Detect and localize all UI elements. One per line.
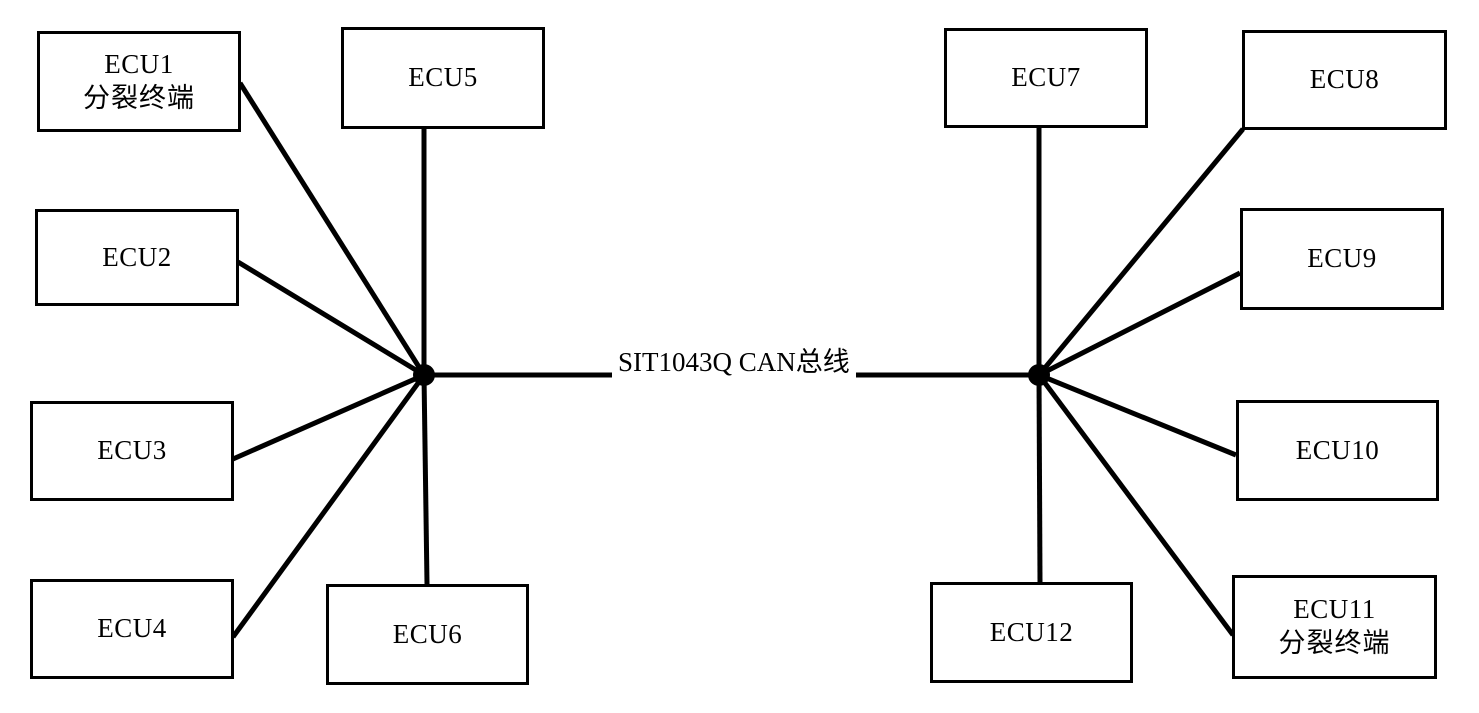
ecu-node-sublabel: 分裂终端 [1278,628,1391,659]
ecu6-link [421,374,430,585]
ecu8-link [1037,127,1245,377]
ecu-node-label: ECU8 [1309,64,1380,95]
ecu-node-ecu2[interactable]: ECU2 [35,209,239,306]
ecu-node-label: ECU9 [1307,243,1377,274]
ecu-node-label: ECU1 [104,48,174,79]
ecu-node-label: ECU4 [97,613,167,644]
ecu-node-ecu5[interactable]: ECU5 [341,27,545,129]
ecu10-link [1038,372,1237,458]
ecu-node-label: ECU12 [989,616,1074,647]
right-junction [1028,364,1050,386]
ecu-node-ecu3[interactable]: ECU3 [30,401,234,501]
ecu-node-label: ECU3 [97,435,167,466]
ecu-node-label: ECU11 [1293,594,1376,625]
ecu-node-label: ECU5 [408,62,478,93]
ecu11-link [1036,373,1236,637]
ecu-node-label: ECU7 [1011,62,1081,93]
ecu9-link [1037,270,1242,378]
left-junction [413,364,435,386]
ecu-node-label: ECU2 [102,241,172,272]
ecu12-link [1036,374,1043,583]
ecu-node-ecu10[interactable]: ECU10 [1236,400,1439,501]
ecu-node-label: ECU10 [1295,434,1380,465]
ecu-node-sublabel: 分裂终端 [83,82,195,114]
ecu4-link [230,373,427,639]
ecu3-link [231,372,426,462]
ecu-node-ecu9[interactable]: ECU9 [1240,208,1444,310]
ecu1-link [237,81,427,377]
ecu2-link [236,259,426,378]
bus-label: SIT1043Q CAN总线 [612,340,856,379]
ecu-node-ecu8[interactable]: ECU8 [1242,30,1447,130]
ecu-node-label: ECU6 [392,618,463,649]
ecu-node-ecu6[interactable]: ECU6 [326,584,529,685]
ecu-node-ecu12[interactable]: ECU12 [930,582,1133,683]
ecu-node-ecu4[interactable]: ECU4 [30,579,234,679]
ecu-node-ecu7[interactable]: ECU7 [944,28,1148,128]
